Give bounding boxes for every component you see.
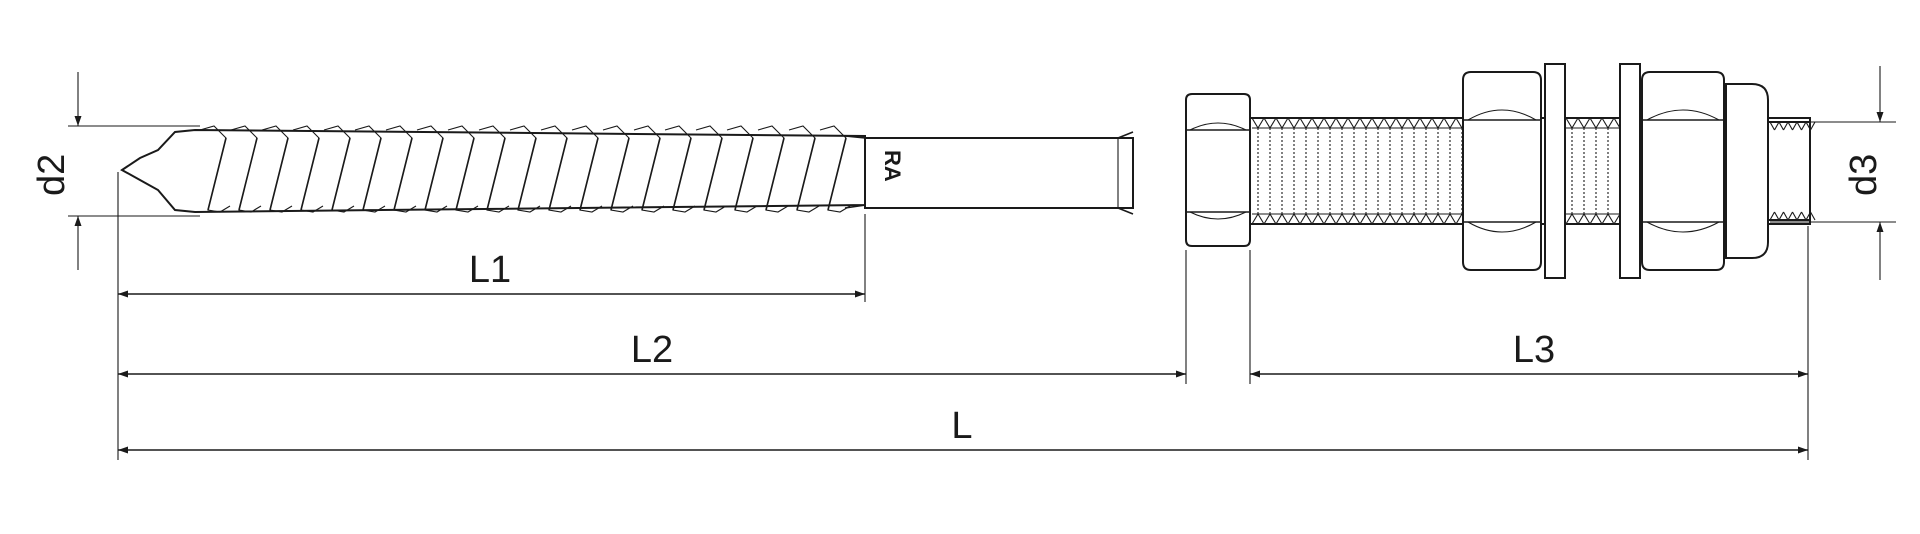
washer-1	[1544, 63, 1566, 279]
l-label: L	[951, 405, 972, 447]
l3-label: L3	[1513, 329, 1555, 371]
dimension-l: L	[118, 405, 1808, 454]
l1-label: L1	[469, 249, 511, 291]
dimension-l2: L2	[118, 329, 1186, 378]
dimension-d2: d2	[31, 72, 200, 270]
hex-nut-1	[1462, 71, 1542, 271]
cap-washer	[1725, 83, 1769, 259]
dimension-d3: d3	[1770, 66, 1896, 280]
d2-label: d2	[31, 154, 73, 196]
d3-label: d3	[1843, 154, 1885, 196]
hex-nut-2	[1641, 71, 1725, 271]
washer-2	[1619, 63, 1641, 279]
collar-hex	[1185, 93, 1251, 247]
marking-label: RA	[880, 150, 905, 182]
dimension-l1: L1	[118, 249, 865, 298]
smooth-shank: RA	[864, 131, 1134, 215]
dimension-l3: L3	[1250, 329, 1808, 378]
end-thread	[1767, 121, 1816, 221]
wood-screw-thread	[120, 125, 866, 214]
l2-label: L2	[631, 329, 673, 371]
